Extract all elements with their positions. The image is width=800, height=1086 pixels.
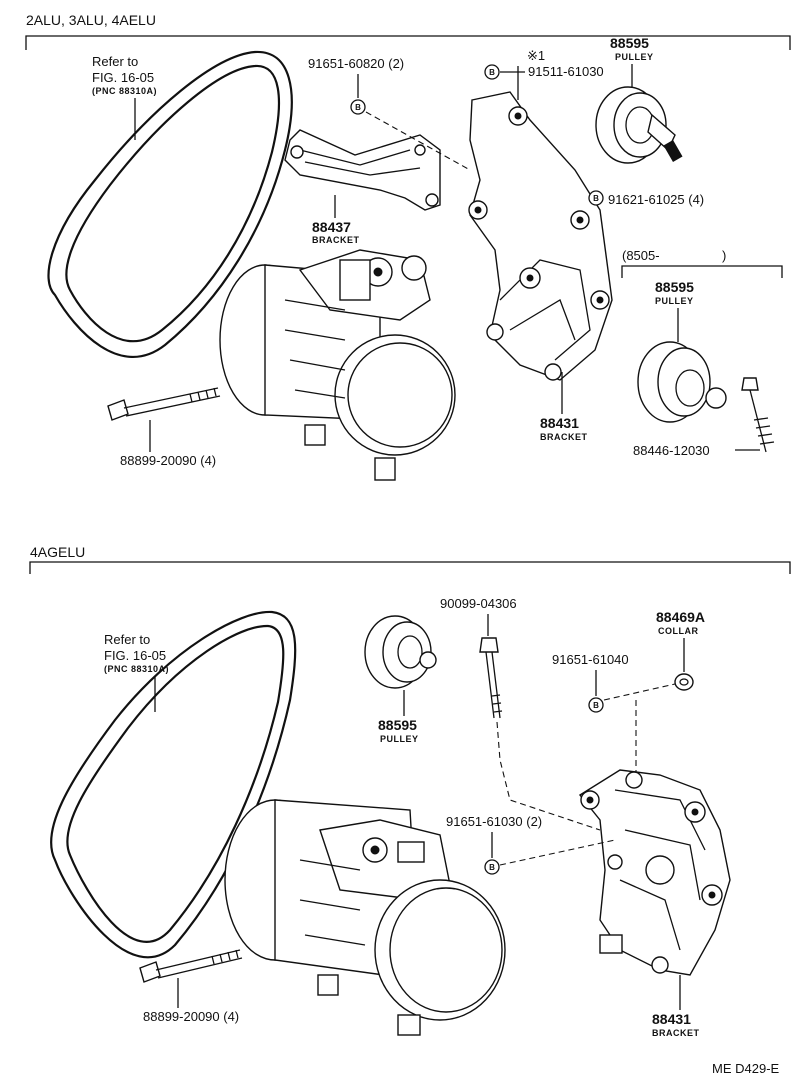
- b-marker-icon: [350, 99, 366, 115]
- bracket-88431-top: [468, 91, 613, 381]
- section-title-top: 2ALU, 3ALU, 4AELU: [26, 12, 156, 28]
- bolt-90099-04306: [479, 637, 503, 719]
- section-title-bottom: 4AGELU: [30, 544, 85, 560]
- pulley-88595-top-pn: 88595: [610, 35, 649, 51]
- bolt-04306-label: 90099-04306: [440, 596, 517, 611]
- bolt-20090-bottom-label: 88899-20090 (4): [143, 1009, 239, 1024]
- range-bracket-line: [621, 265, 783, 278]
- belt-ref-line3-top: (PNC 88310A): [92, 86, 157, 96]
- drive-belt-bottom: [50, 610, 297, 959]
- bracket-88431-bottom-name: BRACKET: [652, 1028, 700, 1038]
- bolt-61025-label: 91621-61025 (4): [608, 192, 704, 207]
- bracket-88437: [284, 129, 441, 211]
- b-marker-letter: B: [355, 103, 361, 112]
- pulley-88595-alt-name: PULLEY: [655, 296, 694, 306]
- bolt-88446-12030: [741, 377, 775, 453]
- bolt-61040-label: 91651-61040: [552, 652, 629, 667]
- compressor-top: [219, 249, 456, 481]
- pulley-88595-alt-pn: 88595: [655, 279, 694, 295]
- belt-ref-line2-top: FIG. 16-05: [92, 70, 154, 85]
- b-marker-icon: [484, 859, 500, 875]
- b-marker-letter: B: [489, 68, 495, 77]
- compressor-bottom: [224, 799, 506, 1036]
- bracket-88431-top-name: BRACKET: [540, 432, 588, 442]
- b-marker-letter: B: [489, 863, 495, 872]
- pulley-88595-top: [595, 86, 683, 164]
- collar-88469a: [674, 673, 694, 691]
- bolt-61030-bottom-dash: [499, 839, 616, 866]
- belt-ref-line1-top: Refer to: [92, 54, 138, 69]
- collar-88469a-pn: 88469A: [656, 609, 705, 625]
- pulley-88595-bottom-name: PULLEY: [380, 734, 419, 744]
- bracket-88431-top-pn: 88431: [540, 415, 579, 431]
- pulley-88595-alt: [637, 341, 727, 423]
- bracket-88437-pn: 88437: [312, 219, 351, 235]
- bolt-61040-dash: [603, 683, 676, 780]
- bracket-88431-bottom-pn: 88431: [652, 1011, 691, 1027]
- section-bracket-bottom: [29, 561, 791, 574]
- star-note: ※1: [527, 48, 545, 63]
- pulley-88595-top-name: PULLEY: [615, 52, 654, 62]
- bolt-60820-label: 91651-60820 (2): [308, 56, 404, 71]
- belt-ref-line2-bottom: FIG. 16-05: [104, 648, 166, 663]
- bracket-88431-bottom: [578, 769, 731, 976]
- pulley-88595-bottom: [364, 615, 437, 689]
- range-close: ): [722, 248, 726, 263]
- b-marker-icon: [484, 64, 500, 80]
- b-marker-icon: [588, 190, 604, 206]
- footer-code: ME D429-E: [712, 1061, 780, 1076]
- belt-ref-line3-bottom: (PNC 88310A): [104, 664, 169, 674]
- section-bracket-top: [25, 35, 791, 50]
- bolt-88899-20090-bottom: [139, 949, 243, 983]
- belt-ref-line1-bottom: Refer to: [104, 632, 150, 647]
- drive-belt-top: [47, 50, 293, 358]
- b-marker-icon: [588, 697, 604, 713]
- collar-88469a-name: COLLAR: [658, 626, 699, 636]
- bracket-88437-name: BRACKET: [312, 235, 360, 245]
- range-label: (8505-: [622, 248, 660, 263]
- b-marker-letter: B: [593, 701, 599, 710]
- b-marker-letter: B: [593, 194, 599, 203]
- bolt-88899-20090-top: [107, 387, 221, 421]
- bolt-61030-top-label: 91511-61030: [528, 64, 604, 79]
- pulley-88595-bottom-pn: 88595: [378, 717, 417, 733]
- bolt-61030-bottom-label: 91651-61030 (2): [446, 814, 542, 829]
- bolt-61030-top-leader: [500, 66, 525, 100]
- bolt-20090-top-label: 88899-20090 (4): [120, 453, 216, 468]
- bolt-12030-label: 88446-12030: [633, 443, 710, 458]
